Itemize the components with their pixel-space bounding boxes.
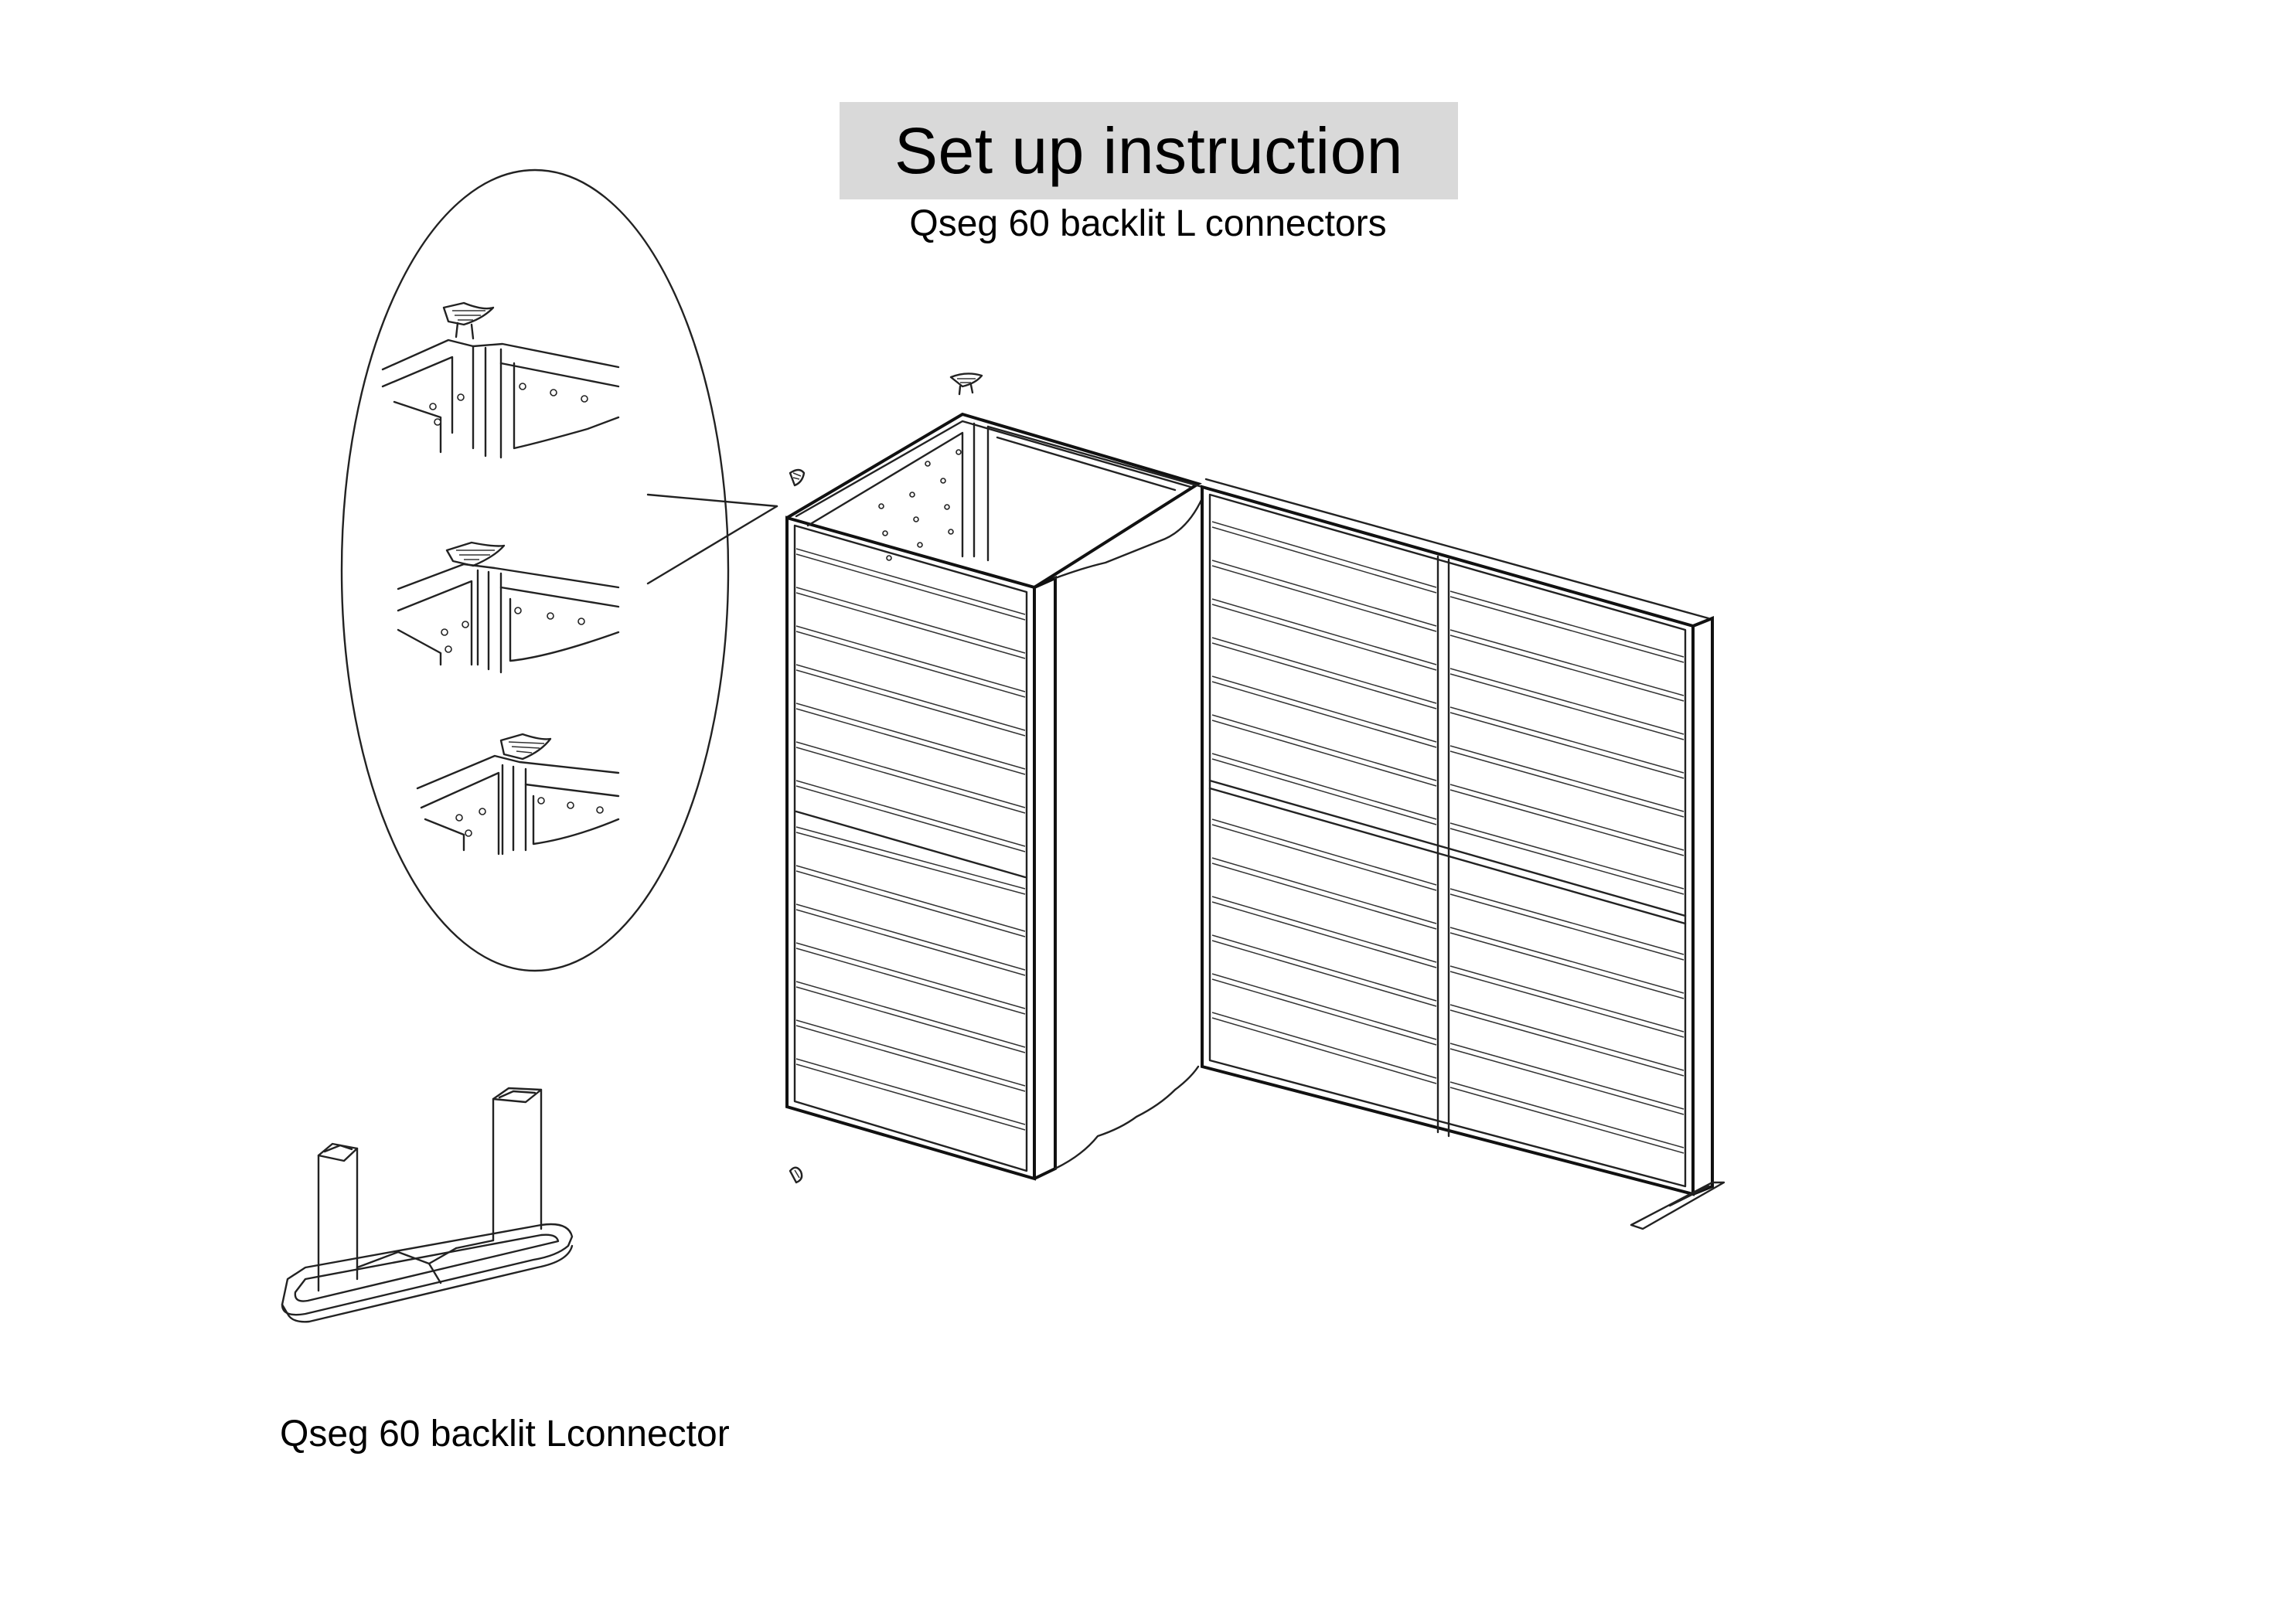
page-title: Set up instruction — [894, 114, 1404, 187]
detail-step-1 — [381, 301, 620, 459]
title-banner: Set up instruction — [840, 102, 1458, 199]
connector-piece-top-right — [949, 373, 983, 396]
detail-callout — [340, 168, 778, 972]
part-label: Qseg 60 backlit Lconnector — [280, 1414, 730, 1455]
detail-step-2 — [397, 541, 620, 674]
back-right-panel-slats — [1449, 590, 1685, 1154]
connector-piece-top-left — [789, 468, 806, 487]
inner-wall-holes — [878, 449, 962, 561]
l-connector-foot — [281, 1087, 574, 1323]
connector-piece-bottom — [789, 1166, 803, 1184]
front-panel-slats — [795, 548, 1027, 1131]
back-left-panel-slats — [1211, 521, 1437, 1084]
page-subtitle: Qseg 60 backlit L connectors — [909, 203, 1387, 244]
detail-step-3 — [416, 733, 620, 856]
main-assembly — [785, 412, 1725, 1230]
